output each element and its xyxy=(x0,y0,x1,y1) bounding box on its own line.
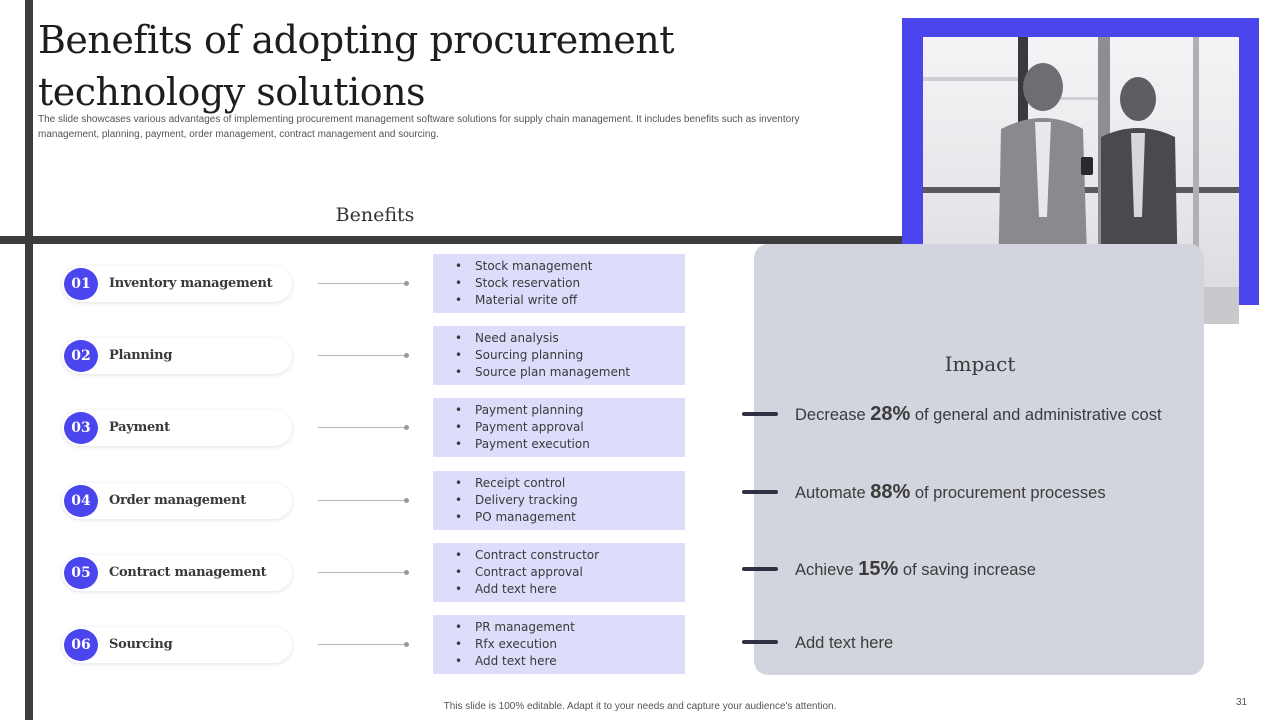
detail-item: PR management xyxy=(455,619,685,636)
connector-dot xyxy=(404,570,409,575)
detail-item: Stock management xyxy=(455,258,685,275)
impact-value: 15% xyxy=(858,558,899,580)
detail-item: Need analysis xyxy=(455,330,685,347)
benefit-pill: 02 Planning xyxy=(62,338,292,374)
benefit-details-list: Stock management Stock reservation Mater… xyxy=(455,258,685,309)
benefit-pill: 03 Payment xyxy=(62,410,292,446)
benefit-pill: 01 Inventory management xyxy=(62,266,292,302)
benefit-number-badge: 02 xyxy=(64,340,98,372)
connector-line xyxy=(318,644,406,645)
detail-item: Payment approval xyxy=(455,419,685,436)
impact-text: Achieve 15% of saving increase xyxy=(795,558,1036,580)
benefit-details-box: Receipt control Delivery tracking PO man… xyxy=(433,471,685,530)
detail-item: Stock reservation xyxy=(455,275,685,292)
benefit-details-list: Need analysis Sourcing planning Source p… xyxy=(455,330,685,381)
detail-item: Delivery tracking xyxy=(455,492,685,509)
benefit-pill: 05 Contract management xyxy=(62,555,292,591)
impact-value: 88% xyxy=(870,481,911,503)
benefit-label: Sourcing xyxy=(109,637,173,652)
impact-value: 28% xyxy=(870,403,911,425)
connector-dot xyxy=(404,642,409,647)
benefit-details-list: Payment planning Payment approval Paymen… xyxy=(455,402,685,453)
slide-title: Benefits of adopting procurement technol… xyxy=(38,18,675,114)
benefit-label: Planning xyxy=(109,348,173,363)
left-accent-bar xyxy=(25,0,33,720)
detail-item: Add text here xyxy=(455,581,685,598)
impact-item-1: Decrease 28% of general and administrati… xyxy=(740,399,1220,429)
impact-text: Decrease 28% of general and administrati… xyxy=(795,403,1162,425)
slide-subtitle: The slide showcases various advantages o… xyxy=(38,114,800,140)
benefit-row-inventory-management: 01 Inventory management Stock management… xyxy=(62,254,702,313)
benefit-number-badge: 04 xyxy=(64,485,98,517)
connector-line xyxy=(318,500,406,501)
benefit-details-box: Stock management Stock reservation Mater… xyxy=(433,254,685,313)
benefit-details-box: PR management Rfx execution Add text her… xyxy=(433,615,685,674)
benefit-details-list: PR management Rfx execution Add text her… xyxy=(455,619,685,670)
slide-footer: This slide is 100% editable. Adapt it to… xyxy=(443,701,837,712)
dash-icon xyxy=(742,640,778,644)
impact-text: Add text here xyxy=(795,634,894,652)
connector-dot xyxy=(404,425,409,430)
detail-item: PO management xyxy=(455,509,685,526)
benefit-label: Inventory management xyxy=(109,276,273,291)
benefit-label: Order management xyxy=(109,493,247,508)
benefit-pill: 04 Order management xyxy=(62,483,292,519)
detail-item: Material write off xyxy=(455,292,685,309)
detail-item: Payment execution xyxy=(455,436,685,453)
benefit-label: Payment xyxy=(109,420,170,435)
dash-icon xyxy=(742,567,778,571)
connector-line xyxy=(318,427,406,428)
page-number: 31 xyxy=(1236,697,1248,708)
detail-item: Contract constructor xyxy=(455,547,685,564)
benefit-details-box: Contract constructor Contract approval A… xyxy=(433,543,685,602)
benefit-number-badge: 06 xyxy=(64,629,98,661)
connector-line xyxy=(318,572,406,573)
connector-line xyxy=(318,355,406,356)
dash-icon xyxy=(742,412,778,416)
benefit-details-box: Need analysis Sourcing planning Source p… xyxy=(433,326,685,385)
connector-line xyxy=(318,283,406,284)
benefit-pill: 06 Sourcing xyxy=(62,627,292,663)
benefit-number-badge: 01 xyxy=(64,268,98,300)
impact-heading: Impact xyxy=(944,352,1016,376)
benefit-details-list: Contract constructor Contract approval A… xyxy=(455,547,685,598)
detail-item: Sourcing planning xyxy=(455,347,685,364)
benefit-details-list: Receipt control Delivery tracking PO man… xyxy=(455,475,685,526)
benefits-heading: Benefits xyxy=(335,204,415,226)
benefit-label: Contract management xyxy=(109,565,267,580)
dash-icon xyxy=(742,490,778,494)
benefit-number-badge: 05 xyxy=(64,557,98,589)
detail-item: Add text here xyxy=(455,653,685,670)
detail-item: Contract approval xyxy=(455,564,685,581)
detail-item: Source plan management xyxy=(455,364,685,381)
detail-item: Payment planning xyxy=(455,402,685,419)
divider-bar xyxy=(0,236,910,244)
detail-item: Receipt control xyxy=(455,475,685,492)
impact-text: Automate 88% of procurement processes xyxy=(795,481,1106,503)
impact-item-2: Automate 88% of procurement processes xyxy=(740,477,1220,507)
benefit-row-contract-management: 05 Contract management Contract construc… xyxy=(62,543,702,602)
benefit-row-payment: 03 Payment Payment planning Payment appr… xyxy=(62,398,702,457)
benefit-details-box: Payment planning Payment approval Paymen… xyxy=(433,398,685,457)
benefit-number-badge: 03 xyxy=(64,412,98,444)
benefit-row-sourcing: 06 Sourcing PR management Rfx execution … xyxy=(62,615,702,674)
connector-dot xyxy=(404,281,409,286)
impact-panel xyxy=(754,244,1204,675)
impact-item-4: Add text here xyxy=(740,627,1220,657)
connector-dot xyxy=(404,498,409,503)
benefit-row-planning: 02 Planning Need analysis Sourcing plann… xyxy=(62,326,702,385)
benefit-row-order-management: 04 Order management Receipt control Deli… xyxy=(62,471,702,530)
connector-dot xyxy=(404,353,409,358)
impact-item-3: Achieve 15% of saving increase xyxy=(740,554,1220,584)
detail-item: Rfx execution xyxy=(455,636,685,653)
